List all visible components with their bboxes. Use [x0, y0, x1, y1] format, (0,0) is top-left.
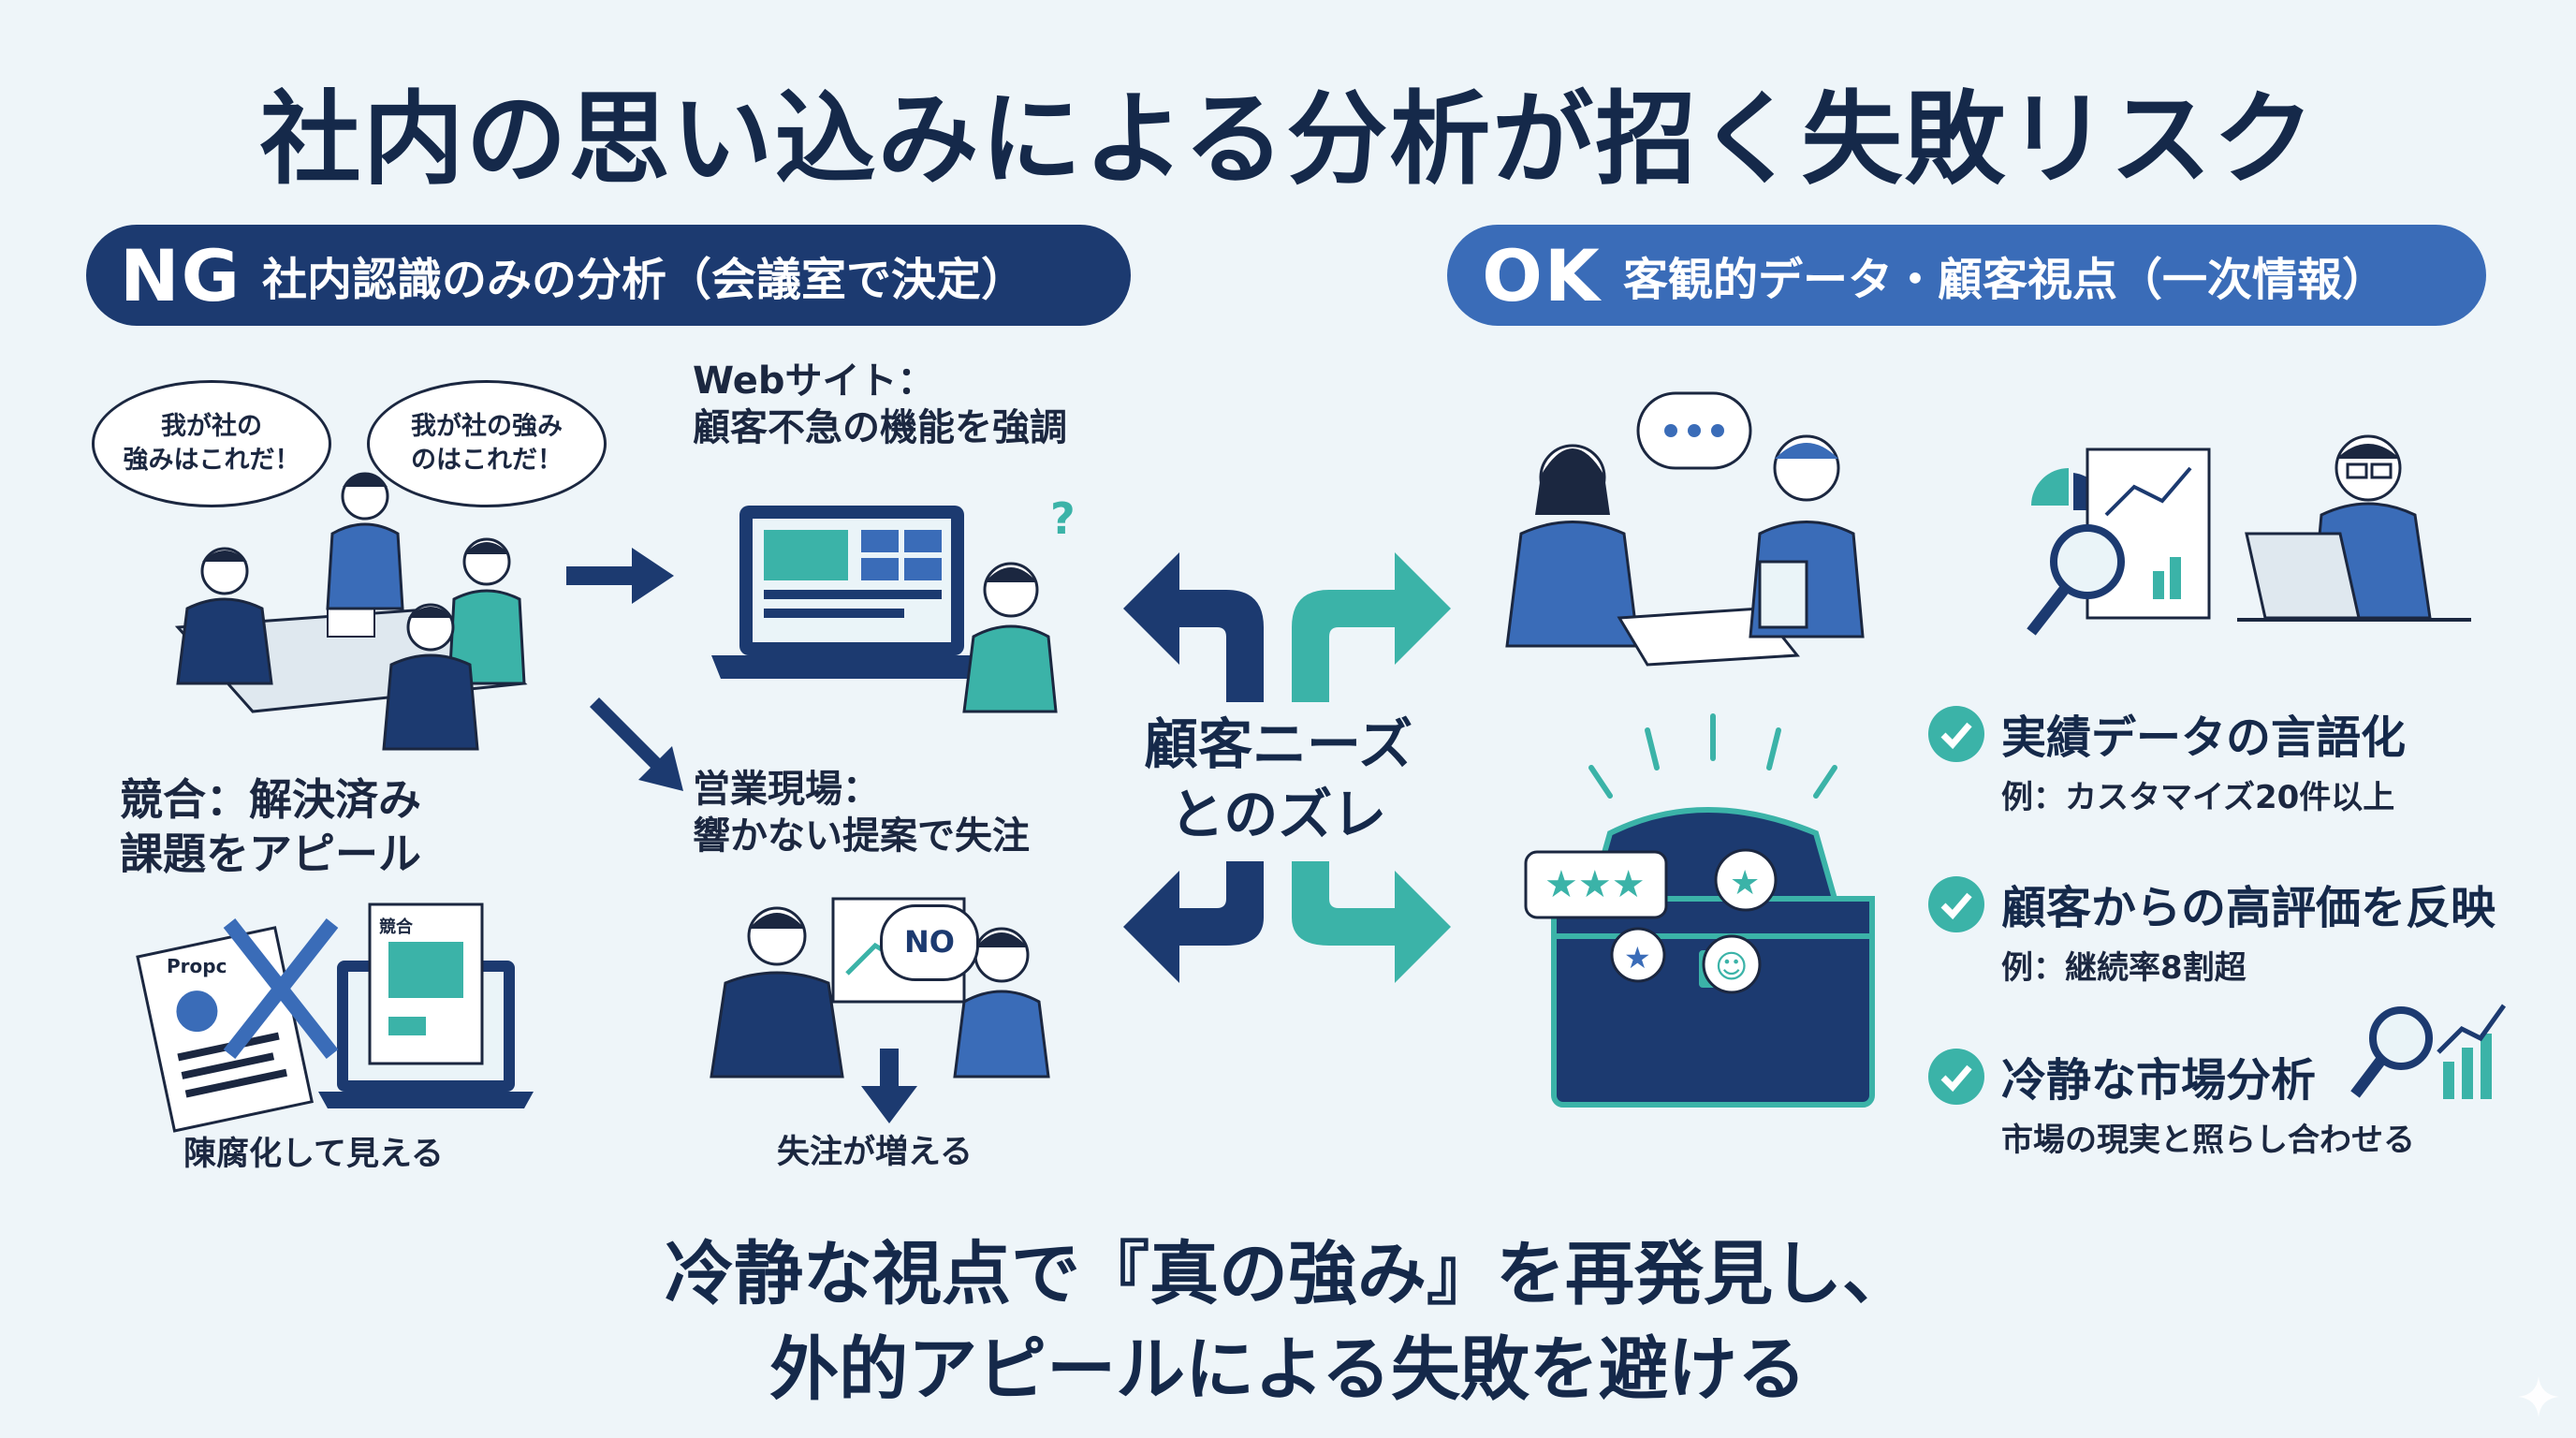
competitor-doc-text: 競合 [379, 917, 413, 937]
market-analysis-icon [2350, 1004, 2507, 1099]
center-gap-label: 顧客ニーズ とのズレ [1144, 712, 1413, 847]
check-item-3-title: 冷静な市場分析 [2001, 1054, 2317, 1107]
treasure-chest-illustration: ★★★ ★ ★ ☺ [1524, 713, 1875, 1108]
check-item-1-title: 実績データの言語化 [2001, 712, 2407, 764]
check-icon [1928, 706, 1984, 762]
check-item-2-sub: 例：継続率8割超 [2001, 949, 2247, 987]
svg-text:★: ★ [1730, 864, 1760, 902]
competitor-label: 競合：解決済み 課題をアピール [120, 774, 421, 879]
diverging-arrows-illustration [1123, 552, 1451, 983]
speech-bubble-1: 我が社の 強みはこれだ！ [92, 380, 331, 507]
ng-heading-pill: NG 社内認識のみの分析（会議室で決定） [86, 225, 1131, 326]
outdated-caption: 陳腐化して見える [183, 1136, 444, 1173]
svg-text:☺: ☺ [1715, 948, 1748, 986]
meeting-illustration [174, 472, 528, 751]
check-icon [1928, 876, 1984, 932]
customer-interview-illustration [1505, 391, 1865, 667]
web-site-label: Webサイト： 顧客不急の機能を強調 [693, 360, 1067, 449]
outdated-documents-illustration [136, 902, 534, 1133]
lost-deals-caption: 失注が増える [777, 1134, 973, 1171]
sparkle-icon [2518, 1376, 2559, 1417]
check-item-1: 実績データの言語化 例：カスタマイズ20件以上 [2001, 700, 2406, 817]
ok-heading-pill: OK 客観的データ・顧客視点（一次情報） [1447, 225, 2486, 326]
page-title: 社内の思い込みによる分析が招く失敗リスク [259, 81, 2317, 198]
ok-tag: OK [1482, 233, 1602, 317]
data-analysis-illustration [2027, 434, 2471, 636]
ng-heading: 社内認識のみの分析（会議室で決定） [262, 254, 1027, 306]
svg-text:★: ★ [1624, 940, 1651, 976]
check-item-2-title: 顧客からの高評価を反映 [2001, 882, 2496, 934]
check-item-2: 顧客からの高評価を反映 例：継続率8割超 [2001, 871, 2496, 988]
sales-site-label: 営業現場： 響かない提案で失注 [693, 768, 1030, 858]
speech-bubble-2: 我が社の強み のはこれだ！ [367, 380, 607, 507]
arrow-down-right-icon [590, 697, 683, 791]
proposal-doc-text: Propc [167, 955, 227, 977]
check-item-3-sub: 市場の現実と照らし合わせる [2001, 1122, 2415, 1159]
laptop-website-illustration: ? [711, 493, 1076, 713]
check-item-1-sub: 例：カスタマイズ20件以上 [2001, 779, 2395, 816]
svg-text:★★★: ★★★ [1544, 863, 1646, 906]
ok-heading: 客観的データ・顧客視点（一次情報） [1623, 254, 2388, 306]
arrow-right-icon [566, 548, 674, 604]
check-item-3: 冷静な市場分析 市場の現実と照らし合わせる [2001, 1043, 2415, 1160]
ng-tag: NG [120, 233, 242, 317]
footer-message: 冷静な視点で『真の強み』を再発見し、 外的アピールによる失敗を避ける [665, 1234, 1911, 1411]
svg-text:?: ? [1050, 493, 1076, 544]
no-speech-bubble: NO [880, 904, 979, 981]
check-icon [1928, 1049, 1984, 1105]
